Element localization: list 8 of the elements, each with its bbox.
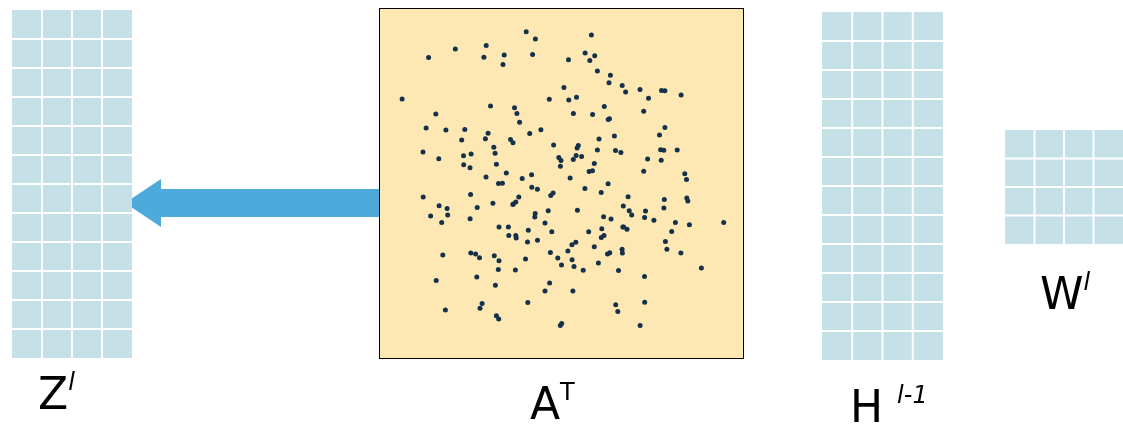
matrix-grid	[1005, 130, 1123, 244]
matrix-label: A$^{T}$	[530, 382, 575, 426]
matrix-grid	[12, 10, 132, 358]
matrix-label: W$^{l}$	[1040, 272, 1091, 316]
matrix-label: Z$^{l}$	[38, 372, 75, 416]
matrix-grid	[822, 12, 943, 360]
matrix-label: H $^{l-1}$	[850, 385, 928, 428]
sparse-matrix	[379, 8, 744, 359]
